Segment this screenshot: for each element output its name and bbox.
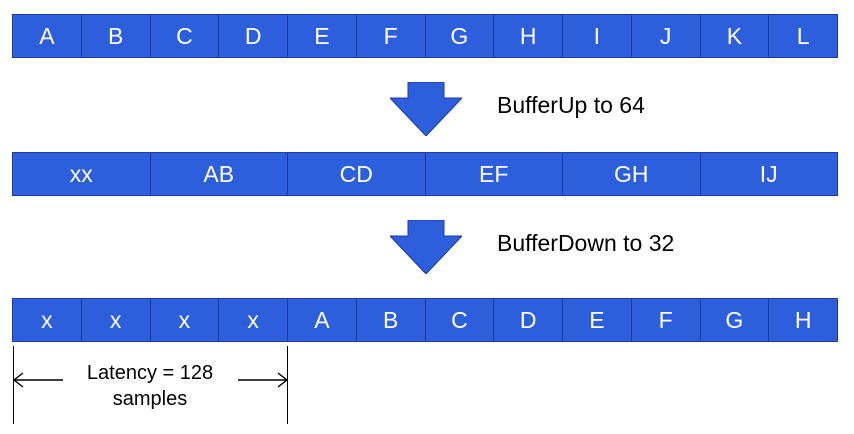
buffer-cell: H [794, 306, 812, 333]
buffer-cell: CD [288, 153, 426, 195]
buffer-cell: K [701, 15, 770, 57]
buffer-cell: G [701, 299, 770, 341]
buffer-cell: x [82, 299, 151, 341]
buffer-cell: A [13, 15, 82, 57]
down-arrow-icon [390, 220, 462, 274]
buffer-cell: L [796, 22, 810, 49]
buffer-up-label: BufferUp to 64 [497, 92, 645, 118]
buffer-cell: C [426, 299, 495, 341]
buffer-cell: D [219, 15, 288, 57]
buffer-cell: A [288, 299, 357, 341]
latency-bracket-right [287, 346, 288, 424]
latency-label-line2: samples [112, 388, 188, 410]
buffer-cell: F [632, 299, 701, 341]
buffer-cell: H [494, 15, 563, 57]
buffer-row-down: x x x x A B C D E F G H [12, 298, 838, 342]
buffer-cell: D [494, 299, 563, 341]
buffer-cell: EF [426, 153, 563, 195]
buffer-cell: J [632, 15, 701, 57]
down-arrow-icon [390, 82, 462, 136]
buffer-cell: I [563, 15, 632, 57]
buffer-cell: x [219, 299, 288, 341]
buffer-down-label: BufferDown to 32 [497, 230, 675, 256]
buffer-cell: IJ [759, 160, 778, 187]
latency-label-line1: Latency = 128 [86, 362, 214, 384]
buffer-cell: x [151, 299, 220, 341]
buffer-cell: C [151, 15, 220, 57]
buffer-row-up: xx AB CD EF GH IJ [12, 152, 838, 196]
latency-dimension-arrows [13, 372, 288, 388]
buffer-cell: GH [563, 153, 701, 195]
latency-bracket-left [13, 346, 14, 424]
buffer-cell: B [357, 299, 426, 341]
latency-label: Latency = 128 samples [60, 360, 240, 412]
buffer-cell: B [82, 15, 151, 57]
buffer-cell: x [13, 299, 82, 341]
buffer-cell: F [357, 15, 426, 57]
buffer-cell: AB [151, 153, 288, 195]
buffer-row-original: A B C D E F G H I J K L [12, 14, 838, 58]
buffer-cell: xx [13, 153, 151, 195]
buffer-cell: G [426, 15, 495, 57]
buffer-cell: E [288, 15, 357, 57]
buffer-cell: E [563, 299, 632, 341]
